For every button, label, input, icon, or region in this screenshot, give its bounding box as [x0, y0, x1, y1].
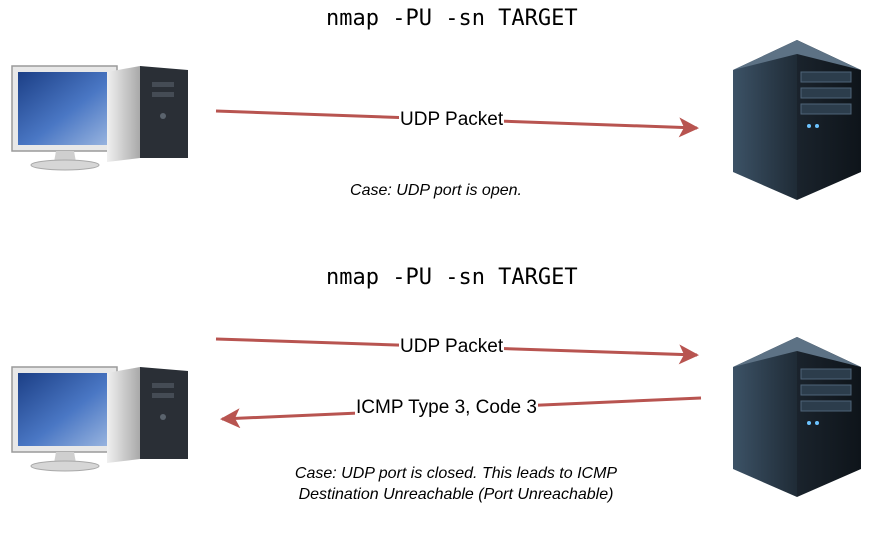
caption-line: Case: UDP port is closed. This leads to … — [294, 465, 618, 482]
nmap-command: nmap -PU -sn TARGET — [326, 265, 578, 290]
nmap-command: nmap -PU -sn TARGET — [326, 6, 578, 31]
case-caption: Case: UDP port is open. — [256, 180, 616, 201]
case-caption: Case: UDP port is closed. This leads to … — [236, 463, 676, 505]
arrow-label: ICMP Type 3, Code 3 — [355, 397, 538, 419]
arrow-label: UDP Packet — [399, 109, 505, 131]
target-server-icon — [733, 337, 861, 497]
caption-line: Case: UDP port is open. — [350, 182, 522, 199]
scanner-computer-icon — [11, 366, 188, 472]
caption-line: Destination Unreachable (Port Unreachabl… — [298, 486, 614, 503]
scanner-computer-icon — [11, 65, 188, 171]
target-server-icon — [733, 40, 861, 200]
arrow-label: UDP Packet — [399, 336, 505, 358]
